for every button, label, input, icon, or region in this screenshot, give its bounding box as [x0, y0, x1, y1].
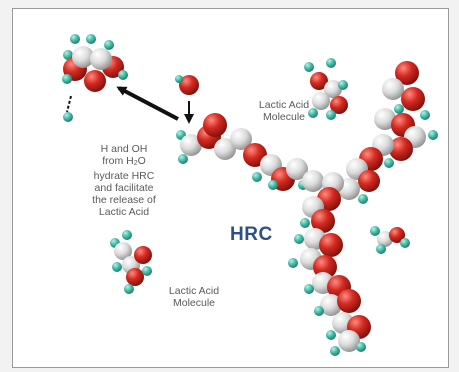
hydrogen-atom [304, 284, 314, 294]
hydrogen-atom [428, 130, 438, 140]
carbon-atom [114, 242, 132, 260]
oxygen-atom [126, 268, 144, 286]
hydrogen-atom-icon [63, 112, 73, 122]
hydrogen-atom [358, 194, 368, 204]
hydrogen-atom [326, 110, 336, 120]
hrc-label: HRC [230, 224, 273, 245]
note-line-5: the release of [92, 194, 156, 206]
hydrogen-atom [63, 112, 73, 122]
hydrogen-atom [384, 158, 394, 168]
hrc-polymer-molecule [62, 34, 438, 356]
oxygen-atom [311, 209, 335, 233]
hydrogen-atom [338, 80, 348, 90]
hydrogen-atom [268, 180, 278, 190]
hydrogen-atom [86, 34, 96, 44]
carbon-atom [374, 108, 396, 130]
carbon-atom [312, 92, 330, 110]
carbon-atom [320, 294, 342, 316]
oxygen-atom [319, 233, 343, 257]
oxygen-atom [134, 246, 152, 264]
oxygen-atom [330, 96, 348, 114]
note-line-3: hydrate HRC [93, 170, 155, 182]
hydrogen-atom [314, 306, 324, 316]
hydrogen-atom [400, 238, 410, 248]
lactic-acid-label-bottom: Lactic Acid Molecule [149, 285, 239, 309]
oxygen-atom [179, 75, 199, 95]
oxygen-atom [395, 61, 419, 85]
released-lactic-acid-icon [175, 75, 199, 95]
molecule-fragment-icon [370, 226, 410, 254]
hydrogen-atom [104, 40, 114, 50]
note-line-1: H and OH [100, 143, 148, 155]
oxygen-atom [337, 289, 361, 313]
note-line-6: Lactic Acid [98, 206, 150, 218]
carbon-atom [72, 46, 94, 68]
oxygen-atom [84, 70, 106, 92]
hydrogen-atom [112, 262, 122, 272]
carbon-atom [230, 128, 252, 150]
hydrogen-atom [70, 34, 80, 44]
carbon-atom [90, 48, 112, 70]
hydrogen-atom [62, 74, 72, 84]
hydrogen-atom [330, 346, 340, 356]
hydrogen-atom [300, 218, 310, 228]
hydrogen-atom [178, 154, 188, 164]
hydrogen-atom [252, 172, 262, 182]
hydrogen-atom [294, 234, 304, 244]
hydrogen-atom [175, 75, 183, 83]
hydrogen-atom [326, 58, 336, 68]
hydrogen-atom [394, 104, 404, 114]
carbon-atom [324, 80, 342, 98]
note-line-4: and facilitate [94, 182, 154, 194]
water-molecule-icon [62, 34, 128, 92]
hydrogen-atom [420, 110, 430, 120]
carbon-atom [338, 330, 360, 352]
lactic-acid-molecule-icon [110, 230, 152, 294]
hydrogen-atom [124, 284, 134, 294]
hydrogen-atom [118, 70, 128, 80]
carbon-atom [214, 138, 236, 160]
diagram-figure: HRC Lactic Acid Molecule Lactic Acid Mol… [12, 8, 449, 368]
oxygen-atom [401, 87, 425, 111]
lactic-bottom-line-2: Molecule [172, 297, 216, 309]
oxygen-atom [389, 227, 405, 243]
carbon-atom [382, 78, 404, 100]
carbon-atom [286, 158, 308, 180]
arrow-icon [116, 86, 179, 121]
lactic-acid-label-top: Lactic Acid Molecule [239, 99, 329, 123]
hydrogen-atom [376, 244, 386, 254]
hydrogen-atom [370, 226, 380, 236]
lactic-acid-molecule-icon [304, 58, 348, 120]
hrc-chain-icon [176, 61, 438, 356]
carbon-atom [302, 170, 324, 192]
hydrogen-atom [326, 330, 336, 340]
release-arrows [66, 95, 194, 124]
molecule-diagram [62, 34, 438, 356]
hydrogen-atom [308, 108, 318, 118]
hydrogen-atom [63, 50, 73, 60]
oxygen-atom [389, 137, 413, 161]
lactic-top-line-1: Lactic Acid [258, 99, 310, 111]
carbon-atom [180, 134, 202, 156]
lactic-bottom-line-1: Lactic Acid [168, 285, 220, 297]
lactic-top-line-2: Molecule [262, 111, 306, 123]
hydrogen-atom [356, 342, 366, 352]
oxygen-atom [310, 72, 328, 90]
hydrogen-atom [288, 258, 298, 268]
water-hydration-note: H and OH from H2O hydrate HRC and facili… [69, 143, 179, 218]
oxygen-atom [203, 113, 227, 137]
oxygen-atom [358, 170, 380, 192]
note-line-2: from H2O [102, 155, 146, 167]
hydrogen-atom [304, 62, 314, 72]
hydrogen-atom [142, 266, 152, 276]
hydrogen-atom [122, 230, 132, 240]
